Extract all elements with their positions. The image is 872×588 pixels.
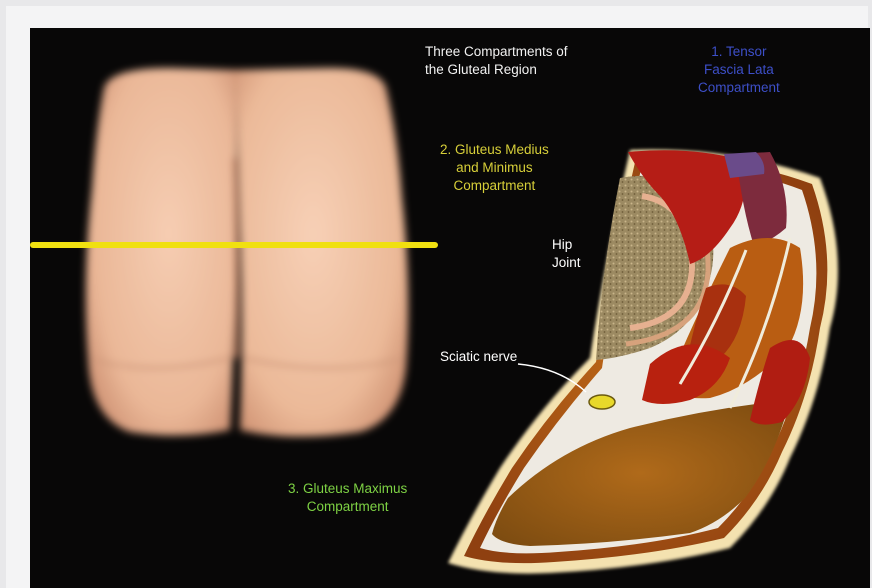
tensor-fascia-lata-label: 1. Tensor Fascia Lata Compartment bbox=[698, 43, 780, 97]
figure-title: Three Compartments of the Gluteal Region bbox=[425, 43, 568, 79]
gluteal-illustration bbox=[30, 28, 870, 588]
section-line bbox=[30, 242, 438, 248]
sciatic-nerve-label: Sciatic nerve bbox=[440, 348, 517, 366]
anatomy-figure: Three Compartments of the Gluteal Region… bbox=[30, 28, 870, 588]
hip-joint-label: Hip Joint bbox=[552, 236, 581, 272]
buttocks-illustration bbox=[86, 68, 409, 437]
sciatic-nerve-mark bbox=[589, 395, 615, 409]
gluteus-medius-label: 2. Gluteus Medius and Minimus Compartmen… bbox=[440, 141, 549, 195]
gluteus-maximus-label: 3. Gluteus Maximus Compartment bbox=[288, 480, 407, 516]
